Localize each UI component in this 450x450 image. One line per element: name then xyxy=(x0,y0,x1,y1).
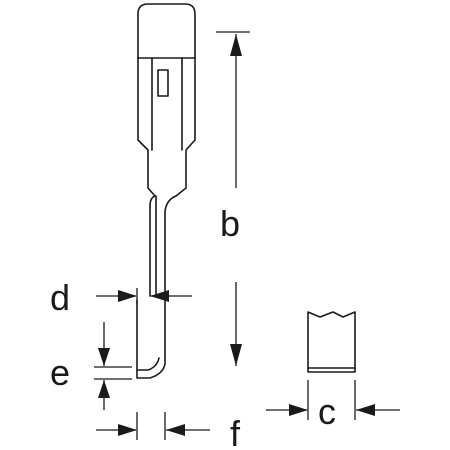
tool-section-view xyxy=(307,311,356,373)
label-c: c xyxy=(318,391,336,432)
tool-head xyxy=(137,3,196,59)
tool-jaw xyxy=(136,299,166,379)
tool-jaw-inner xyxy=(136,357,160,371)
label-e: e xyxy=(50,352,70,393)
dimension-d: d xyxy=(50,277,192,318)
label-f: f xyxy=(230,413,241,450)
label-b: b xyxy=(220,203,240,244)
tool-neck xyxy=(149,195,177,213)
tool-body-slot xyxy=(151,57,183,151)
tool-side-view xyxy=(136,3,196,379)
section-outline xyxy=(307,311,356,373)
dimension-e: e xyxy=(50,322,132,410)
tool-body-key xyxy=(157,69,169,97)
dimension-c: c xyxy=(266,380,400,432)
tool-body xyxy=(137,57,196,197)
label-d: d xyxy=(50,277,70,318)
dimension-f: f xyxy=(96,412,241,450)
tool-leg xyxy=(149,205,166,301)
dimension-b: b xyxy=(216,31,250,366)
